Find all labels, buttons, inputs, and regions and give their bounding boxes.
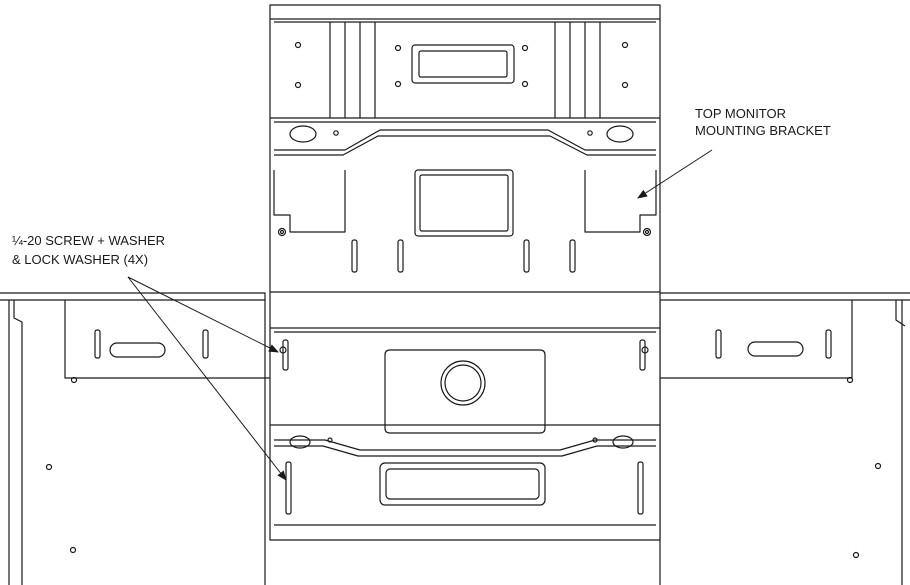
screw-leader-arrow-upper (127, 276, 279, 353)
screw-callout-line2: & LOCK WASHER (4X) (12, 252, 148, 267)
screw-callout-line1: ¼-20 SCREW + WASHER (12, 233, 165, 248)
left-side-panel (0, 292, 272, 585)
top-monitor-mounting-bracket (269, 4, 661, 541)
bracket-leader-arrow (637, 149, 713, 199)
screw-leader-arrow-lower (127, 276, 287, 481)
bracket-callout-line1: TOP MONITOR (695, 106, 786, 121)
right-side-panel (659, 292, 910, 585)
leader-lines (127, 149, 713, 481)
bracket-callout: TOP MONITOR MOUNTING BRACKET (695, 106, 831, 138)
bracket-callout-line2: MOUNTING BRACKET (695, 123, 831, 138)
screw-callout: ¼-20 SCREW + WASHER & LOCK WASHER (4X) (12, 233, 165, 267)
